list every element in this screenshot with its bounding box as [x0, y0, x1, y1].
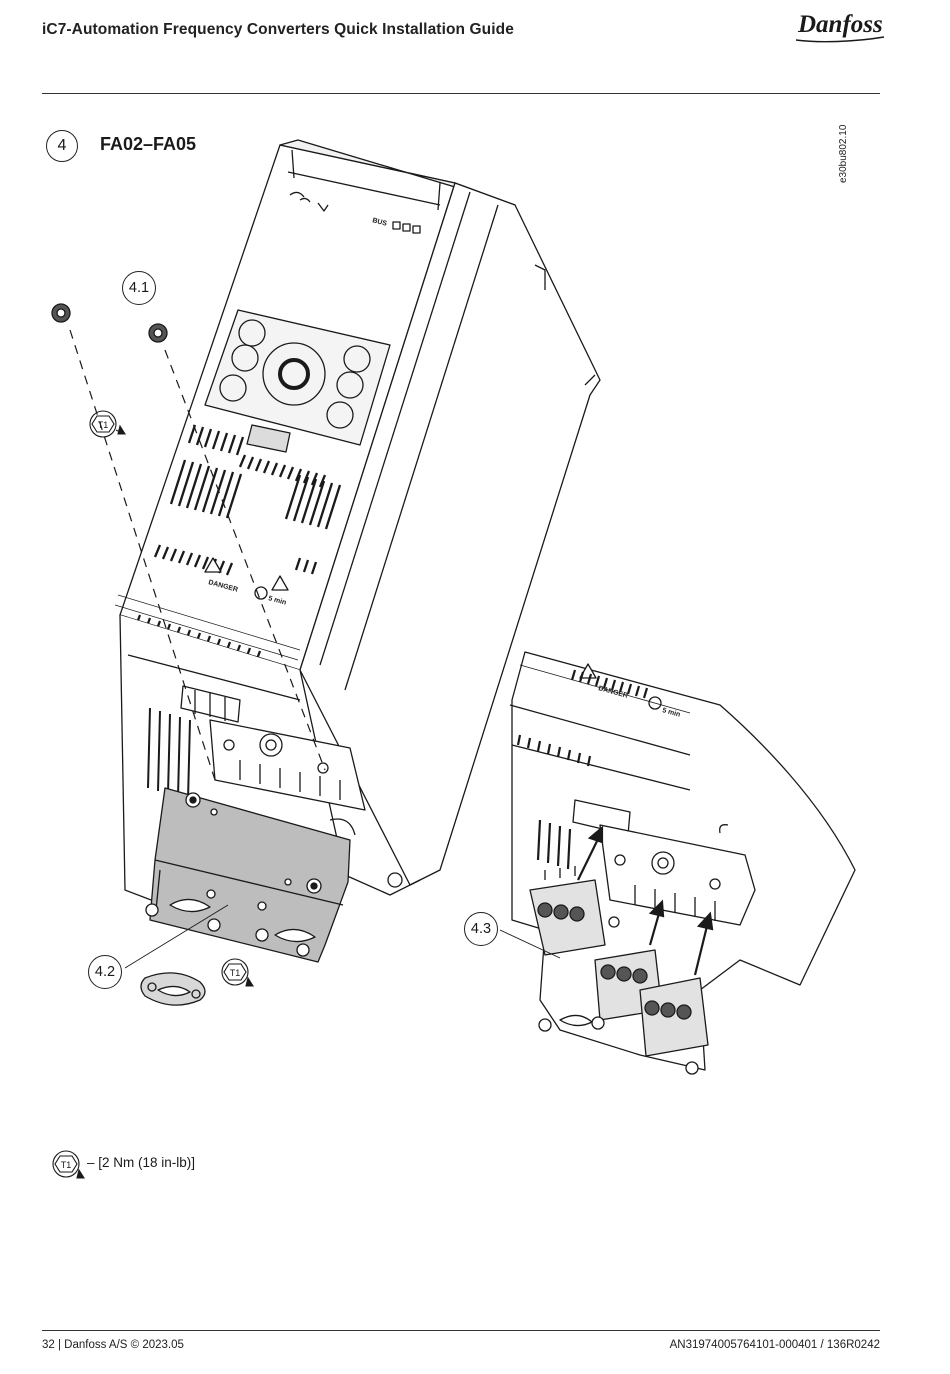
connector-plug	[530, 880, 605, 955]
callout-4-2: 4.2	[88, 955, 122, 989]
callout-label: 4.2	[95, 964, 115, 980]
callout-4-1: 4.1	[122, 271, 156, 305]
torque-symbol-label: T1	[230, 968, 241, 978]
footer-document-id: AN31974005764101-000401 / 136R0242	[670, 1339, 880, 1351]
legend-torque-label: T1	[61, 1160, 72, 1170]
footer-rule	[42, 1330, 880, 1331]
callout-label: 4.3	[471, 921, 491, 937]
screw	[52, 304, 167, 342]
connector-plug	[640, 978, 708, 1056]
callout-4-3: 4.3	[464, 912, 498, 946]
footer-page-info: 32 | Danfoss A/S © 2023.05	[42, 1339, 184, 1351]
torque-symbol-label: T1	[98, 420, 109, 430]
torque-legend-text: – [2 Nm (18 in-lb)]	[87, 1155, 195, 1170]
callout-label: 4.1	[129, 280, 149, 296]
